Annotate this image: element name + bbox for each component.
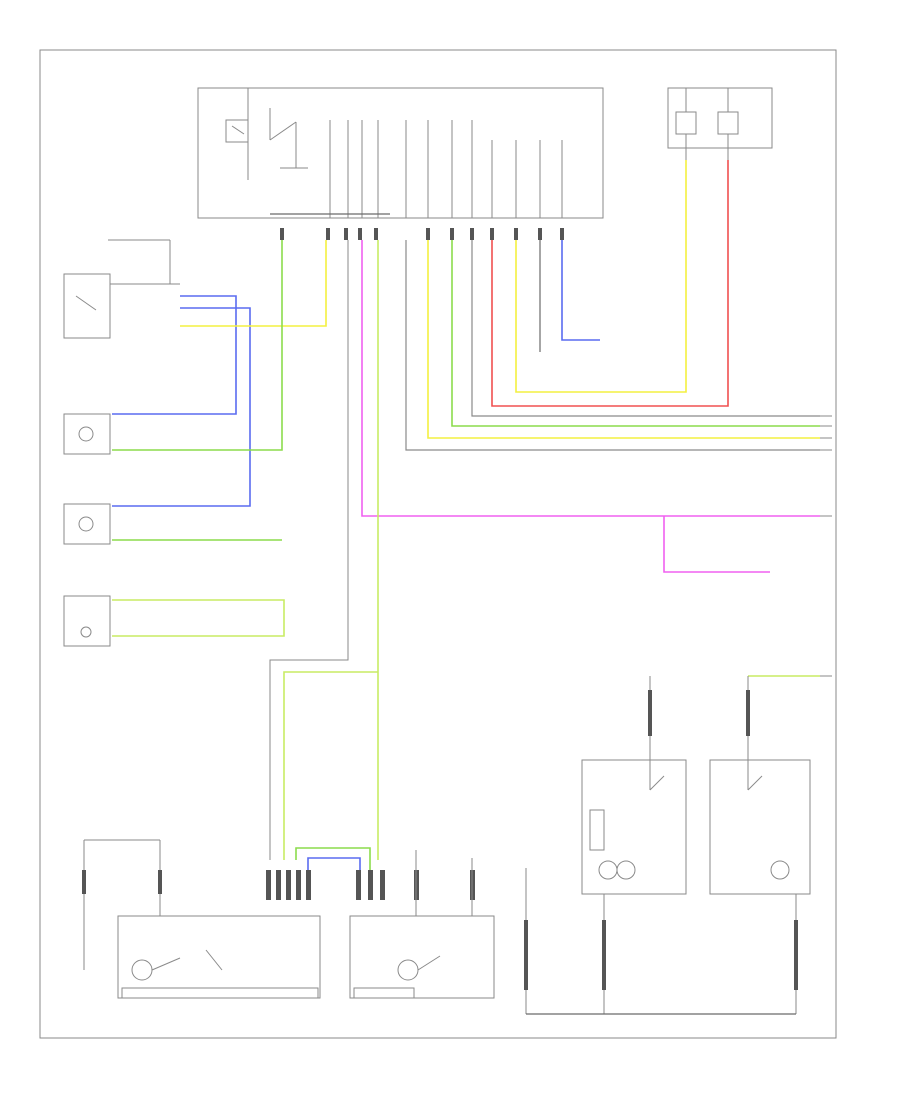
cargo-lamp (63, 595, 111, 647)
sjb-pins (329, 120, 563, 218)
wire-yellow-left (180, 240, 327, 327)
right-visor-lamp (709, 676, 811, 895)
wire-grey-center (269, 240, 349, 860)
wire-grey-bus-2 (405, 240, 820, 451)
top-left-connector (108, 239, 171, 284)
wire-blue-left-2 (112, 307, 251, 507)
left-license-lamp (63, 503, 111, 545)
diagram-frame (39, 49, 837, 1039)
wire-magenta (361, 240, 820, 517)
front-overhead-lamps-assembly (82, 839, 321, 999)
wire-yellow-bus (427, 240, 820, 439)
left-visor-lamp (581, 676, 687, 895)
wire-blue-overhead (307, 857, 361, 870)
wire-grey-bus (471, 240, 820, 417)
rear-dome-lamp (349, 850, 495, 999)
wire-blue-left-1 (112, 295, 237, 415)
wire-lime-overhead (283, 671, 378, 860)
wire-yellow-right (515, 160, 687, 393)
wire-lime-cargo (112, 599, 285, 637)
lamp-switch (63, 273, 180, 339)
sjb-connector-row (280, 228, 564, 240)
right-edge-stubs (820, 415, 832, 677)
wire-green-bus (451, 240, 820, 427)
wire-magenta-branch (663, 516, 770, 573)
sjb-outline (197, 87, 604, 219)
wire-blue-short (561, 240, 600, 341)
right-fuse-box (667, 87, 773, 160)
wire-green-left (112, 240, 283, 451)
bottom-ground-bus (524, 868, 798, 1015)
right-license-lamp (63, 413, 111, 455)
smart-junction-box (197, 87, 604, 219)
wire-green-overhead (295, 847, 371, 870)
wire-red-right (491, 160, 729, 407)
